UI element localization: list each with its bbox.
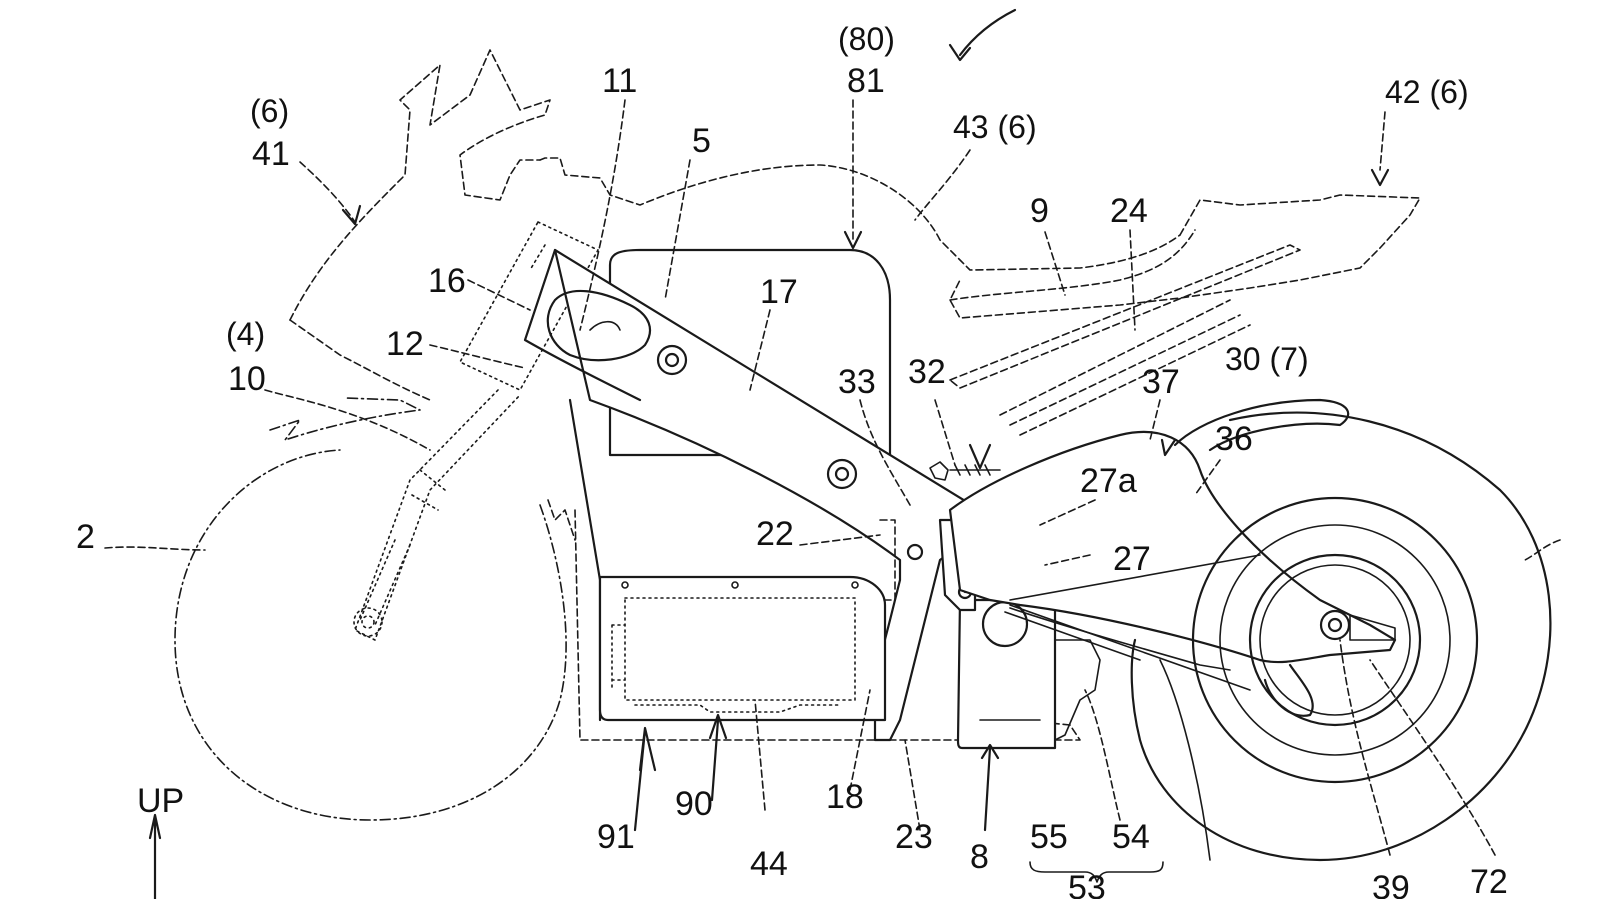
battery-90: [624, 597, 856, 701]
steering-head: [459, 221, 599, 391]
front-cowl-lower: [289, 319, 431, 401]
rear-tire-outer: [1130, 411, 1552, 862]
seat-cowl-42: [949, 194, 1421, 319]
label-up: UP: [137, 782, 184, 820]
brace-53: [1029, 861, 1164, 883]
bracket-22: [879, 519, 896, 601]
label-17: 17: [760, 273, 798, 311]
label-30: 30 (7): [1225, 341, 1309, 377]
leader-lines: [104, 99, 1561, 856]
label-36: 36: [1215, 420, 1253, 458]
frame-bolt-lower: [826, 458, 858, 490]
label-8: 8: [970, 838, 989, 876]
label-53: 53: [1068, 869, 1106, 899]
frame-top-rail: [523, 248, 642, 402]
rear-frame-24: [949, 244, 1301, 436]
front-axle: [353, 607, 383, 637]
label-43: 43 (6): [953, 109, 1037, 145]
case-bolt-1: [621, 581, 629, 589]
drive-belt: [1009, 554, 1261, 861]
frame-window-16: [546, 289, 652, 362]
label-12: 12: [386, 325, 424, 363]
fork-lower: [359, 469, 446, 626]
pivot-33: [906, 543, 924, 561]
frame-window-inner: [589, 320, 621, 331]
label-39: 39: [1372, 869, 1410, 899]
rear-fender-36: [1173, 398, 1350, 452]
frame-bolt-lower-in: [834, 466, 850, 482]
frame-bolt-upper: [656, 344, 688, 376]
front-axle-inner: [361, 615, 375, 629]
case-bolt-2: [731, 581, 739, 589]
seat-9: [949, 229, 1196, 301]
label-27: 27: [1113, 540, 1151, 578]
front-wheel: [174, 449, 567, 821]
shock-32: [929, 461, 1001, 481]
tank-cover-43: [539, 157, 1181, 271]
label-44: 44: [750, 845, 788, 883]
undercover-front: [547, 499, 576, 541]
label-9: 9: [1030, 192, 1049, 230]
undercover-44: [574, 509, 1081, 741]
label-18: 18: [826, 778, 864, 816]
main-frame-17: [553, 248, 982, 742]
label-24: 24: [1110, 192, 1148, 230]
rear-axle-39: [1319, 609, 1351, 641]
label-22: 22: [756, 515, 794, 553]
label-72: 72: [1470, 863, 1508, 899]
case-bolt-3: [851, 581, 859, 589]
label-16: 16: [428, 262, 466, 300]
motor-unit-55: [956, 598, 1057, 750]
label-27a: 27a: [1080, 462, 1137, 500]
label-32: 32: [908, 353, 946, 391]
callout-labels: (80) 81 11 5 (6) 41 43 (6) 42 (6) 9 24 1…: [76, 21, 1508, 899]
rear-axle-inner: [1327, 617, 1343, 633]
label-81: 81: [847, 62, 885, 100]
label-90: 90: [675, 785, 713, 823]
front-fork: [354, 244, 546, 641]
frame-bolt-upper-in: [664, 352, 680, 368]
label-5: 5: [692, 122, 711, 160]
label-54: 54: [1112, 818, 1150, 856]
label-42: 42 (6): [1385, 74, 1469, 110]
gearbox-54: [1054, 639, 1101, 741]
label-23: 23: [895, 818, 933, 856]
rear-rim: [1219, 524, 1451, 756]
leader-arrows: [148, 8, 1390, 899]
label-33: 33: [838, 363, 876, 401]
label-41: 41: [252, 135, 290, 173]
label-2: 2: [76, 518, 95, 556]
battery-90-inner: [611, 624, 841, 713]
front-fender: [269, 397, 421, 441]
swingarm-37: [948, 430, 1397, 664]
label-6-front: (6): [250, 93, 289, 129]
chain-case: [1004, 607, 1231, 671]
label-80: (80): [838, 21, 895, 57]
chain-adjuster: [1349, 614, 1396, 641]
rear-tire-inner: [1191, 496, 1479, 784]
label-11: 11: [602, 62, 637, 100]
front-cowl-41: [289, 49, 551, 321]
label-91: 91: [597, 818, 635, 856]
frame-down-section: [568, 398, 602, 722]
label-55: 55: [1030, 818, 1068, 856]
label-37: 37: [1142, 363, 1180, 401]
battery-lower-91: [598, 575, 887, 722]
label-4: (4): [226, 316, 265, 352]
rear-sprocket-72: [1248, 553, 1422, 727]
rear-hub: [1259, 564, 1411, 716]
label-10: 10: [228, 360, 266, 398]
